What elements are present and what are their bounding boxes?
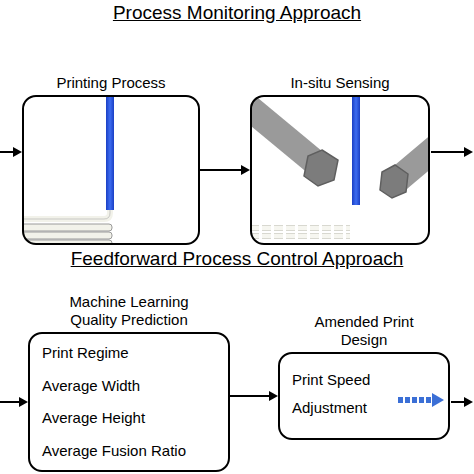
box-item: Print Speed Adjustment — [292, 366, 392, 422]
box-item: Average Height — [42, 409, 216, 427]
connector-line — [230, 395, 270, 397]
process-box: In-situ Sensing — [250, 95, 430, 245]
printed-layer — [250, 225, 350, 231]
box-item: Average Fusion Ratio — [42, 442, 216, 460]
flow-arrow — [230, 391, 278, 401]
box-heading: Amended Print Design — [304, 313, 424, 349]
print-nozzle — [106, 95, 114, 210]
printed-layer — [250, 234, 350, 238]
io-arrows — [0, 147, 473, 407]
process-box: Machine Learning Quality PredictionPrint… — [28, 332, 230, 472]
printed-layer — [250, 233, 350, 239]
arrow-head — [241, 165, 250, 175]
dashed-arrow — [398, 397, 432, 403]
section-heading: Process Monitoring Approach — [0, 2, 474, 24]
connector-line — [200, 169, 242, 171]
output-arrow — [431, 151, 466, 153]
sensing-scene — [250, 95, 430, 236]
arrow-head — [464, 147, 473, 157]
arrow-head — [432, 393, 444, 407]
printed-layer — [22, 232, 112, 239]
camera-lens — [304, 150, 338, 186]
process-box: Printing Process — [22, 95, 200, 245]
box-heading: Printing Process — [26, 74, 196, 92]
deposited-filament — [22, 208, 110, 219]
filament-edge — [22, 208, 110, 219]
camera-lens — [380, 165, 408, 198]
print-nozzle — [352, 95, 360, 205]
input-arrow — [0, 401, 22, 403]
printed-layer — [22, 224, 112, 231]
arrow-head — [19, 397, 28, 407]
printed-layer — [250, 226, 350, 230]
box-item: Print Regime — [42, 344, 216, 362]
speed-arrow-icon — [398, 393, 444, 407]
box-heading: Machine Learning Quality Prediction — [49, 293, 209, 329]
flow-arrow — [200, 165, 250, 175]
printing-scene — [22, 95, 114, 245]
section-heading: Feedforward Process Control Approach — [0, 248, 474, 270]
process-box: Amended Print DesignPrint Speed Adjustme… — [278, 352, 450, 440]
arrow-head — [13, 147, 22, 157]
box-heading: In-situ Sensing — [255, 74, 425, 92]
arrow-head — [464, 397, 473, 407]
arrow-head — [269, 391, 278, 401]
box-item: Average Width — [42, 377, 216, 395]
output-arrow — [451, 401, 466, 403]
